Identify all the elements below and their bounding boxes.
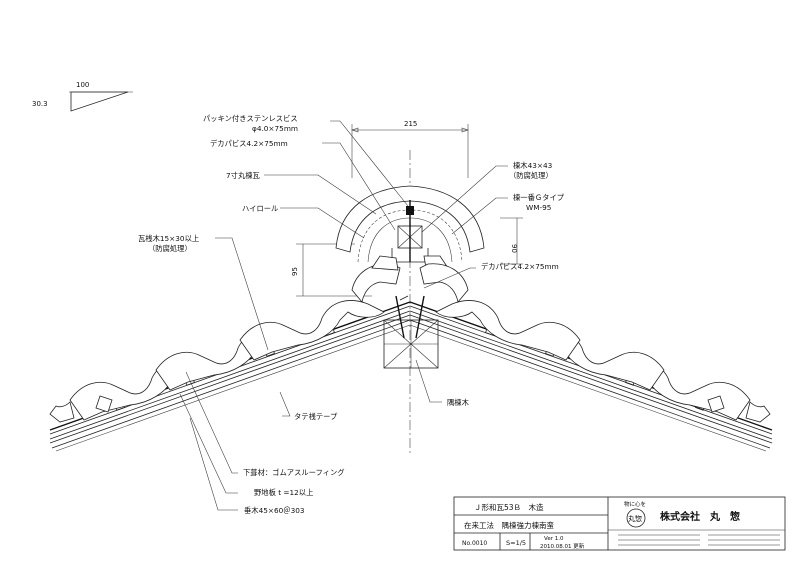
roof-slope-left	[49, 300, 411, 452]
company-logo: 丸惣	[626, 508, 646, 528]
label-vertical-tape: タテ桟テープ	[294, 412, 338, 421]
label-packing-screw: パッキン付きステンレスビス	[203, 114, 298, 123]
title-motto: 物に心を	[624, 500, 646, 508]
dimension-width-label: 215	[404, 120, 417, 128]
slope-run-label: 100	[76, 81, 89, 89]
label-packing-screw-size: φ4.0×75mm	[252, 124, 298, 133]
title-product: Ｊ形和瓦53Ｂ 木造	[474, 502, 544, 512]
label-hip-rafter: 隅棟木	[447, 398, 470, 407]
title-method: 在来工法 隅棟強力棟南蛮	[464, 520, 554, 530]
label-ridge-timber-line1: 棟木43×43	[513, 161, 553, 170]
annotation-labels: パッキン付きステンレスビス φ4.0×75mm デカパビス4.2×75mm 7寸…	[138, 114, 565, 515]
title-drawing-no: No.0010	[462, 540, 487, 547]
company-logo-text: 丸惣	[628, 514, 642, 523]
title-version: Ver 1.0	[544, 536, 564, 542]
contact-info	[618, 534, 780, 546]
slope-rise-label: 30.3	[32, 100, 48, 108]
label-batten-line1: 瓦桟木15×30以上	[138, 234, 199, 243]
label-deca-screw-top: デカパビス4.2×75mm	[210, 139, 288, 148]
label-high-roll: ハイロール	[242, 204, 278, 213]
label-ridge-type-line1: 棟一番Ｇタイプ	[513, 193, 565, 202]
ridge-assembly	[335, 185, 485, 339]
label-rafter: 垂木45×60＠303	[244, 506, 305, 515]
title-company: 株式会社 丸 惣	[660, 510, 740, 523]
title-scale: S=1/5	[506, 539, 526, 547]
dimension-ridge-height-label: 90	[510, 244, 518, 253]
label-ridge-timber-line2: （防腐処理）	[509, 171, 553, 180]
label-underlay: 下葺材：ゴムアスルーフィング	[243, 468, 345, 477]
roof-slope-right	[409, 300, 773, 452]
hip-rafter	[383, 319, 439, 369]
label-ridge-type-line2: WM-95	[526, 203, 551, 212]
label-sheathing: 野地板 t =12以上	[254, 488, 313, 497]
label-deca-screw-right: デカパビス4.2×75mm	[481, 262, 559, 271]
label-ridge-tile: 7寸丸棟瓦	[226, 171, 260, 180]
title-block: Ｊ形和瓦53Ｂ 木造 在来工法 隅棟強力棟南蛮 No.0010 S=1/5 Ve…	[453, 496, 786, 551]
slope-indicator: 100 30.3	[32, 81, 133, 112]
dimension-ridge-height: 90	[500, 217, 523, 265]
leader-lines	[179, 120, 508, 511]
title-date: 2010.08.01 更新	[540, 542, 585, 550]
label-batten-line2: （防腐処理）	[148, 244, 192, 253]
dimension-width: 215	[351, 120, 469, 178]
dimension-left-height-label: 95	[291, 267, 299, 276]
